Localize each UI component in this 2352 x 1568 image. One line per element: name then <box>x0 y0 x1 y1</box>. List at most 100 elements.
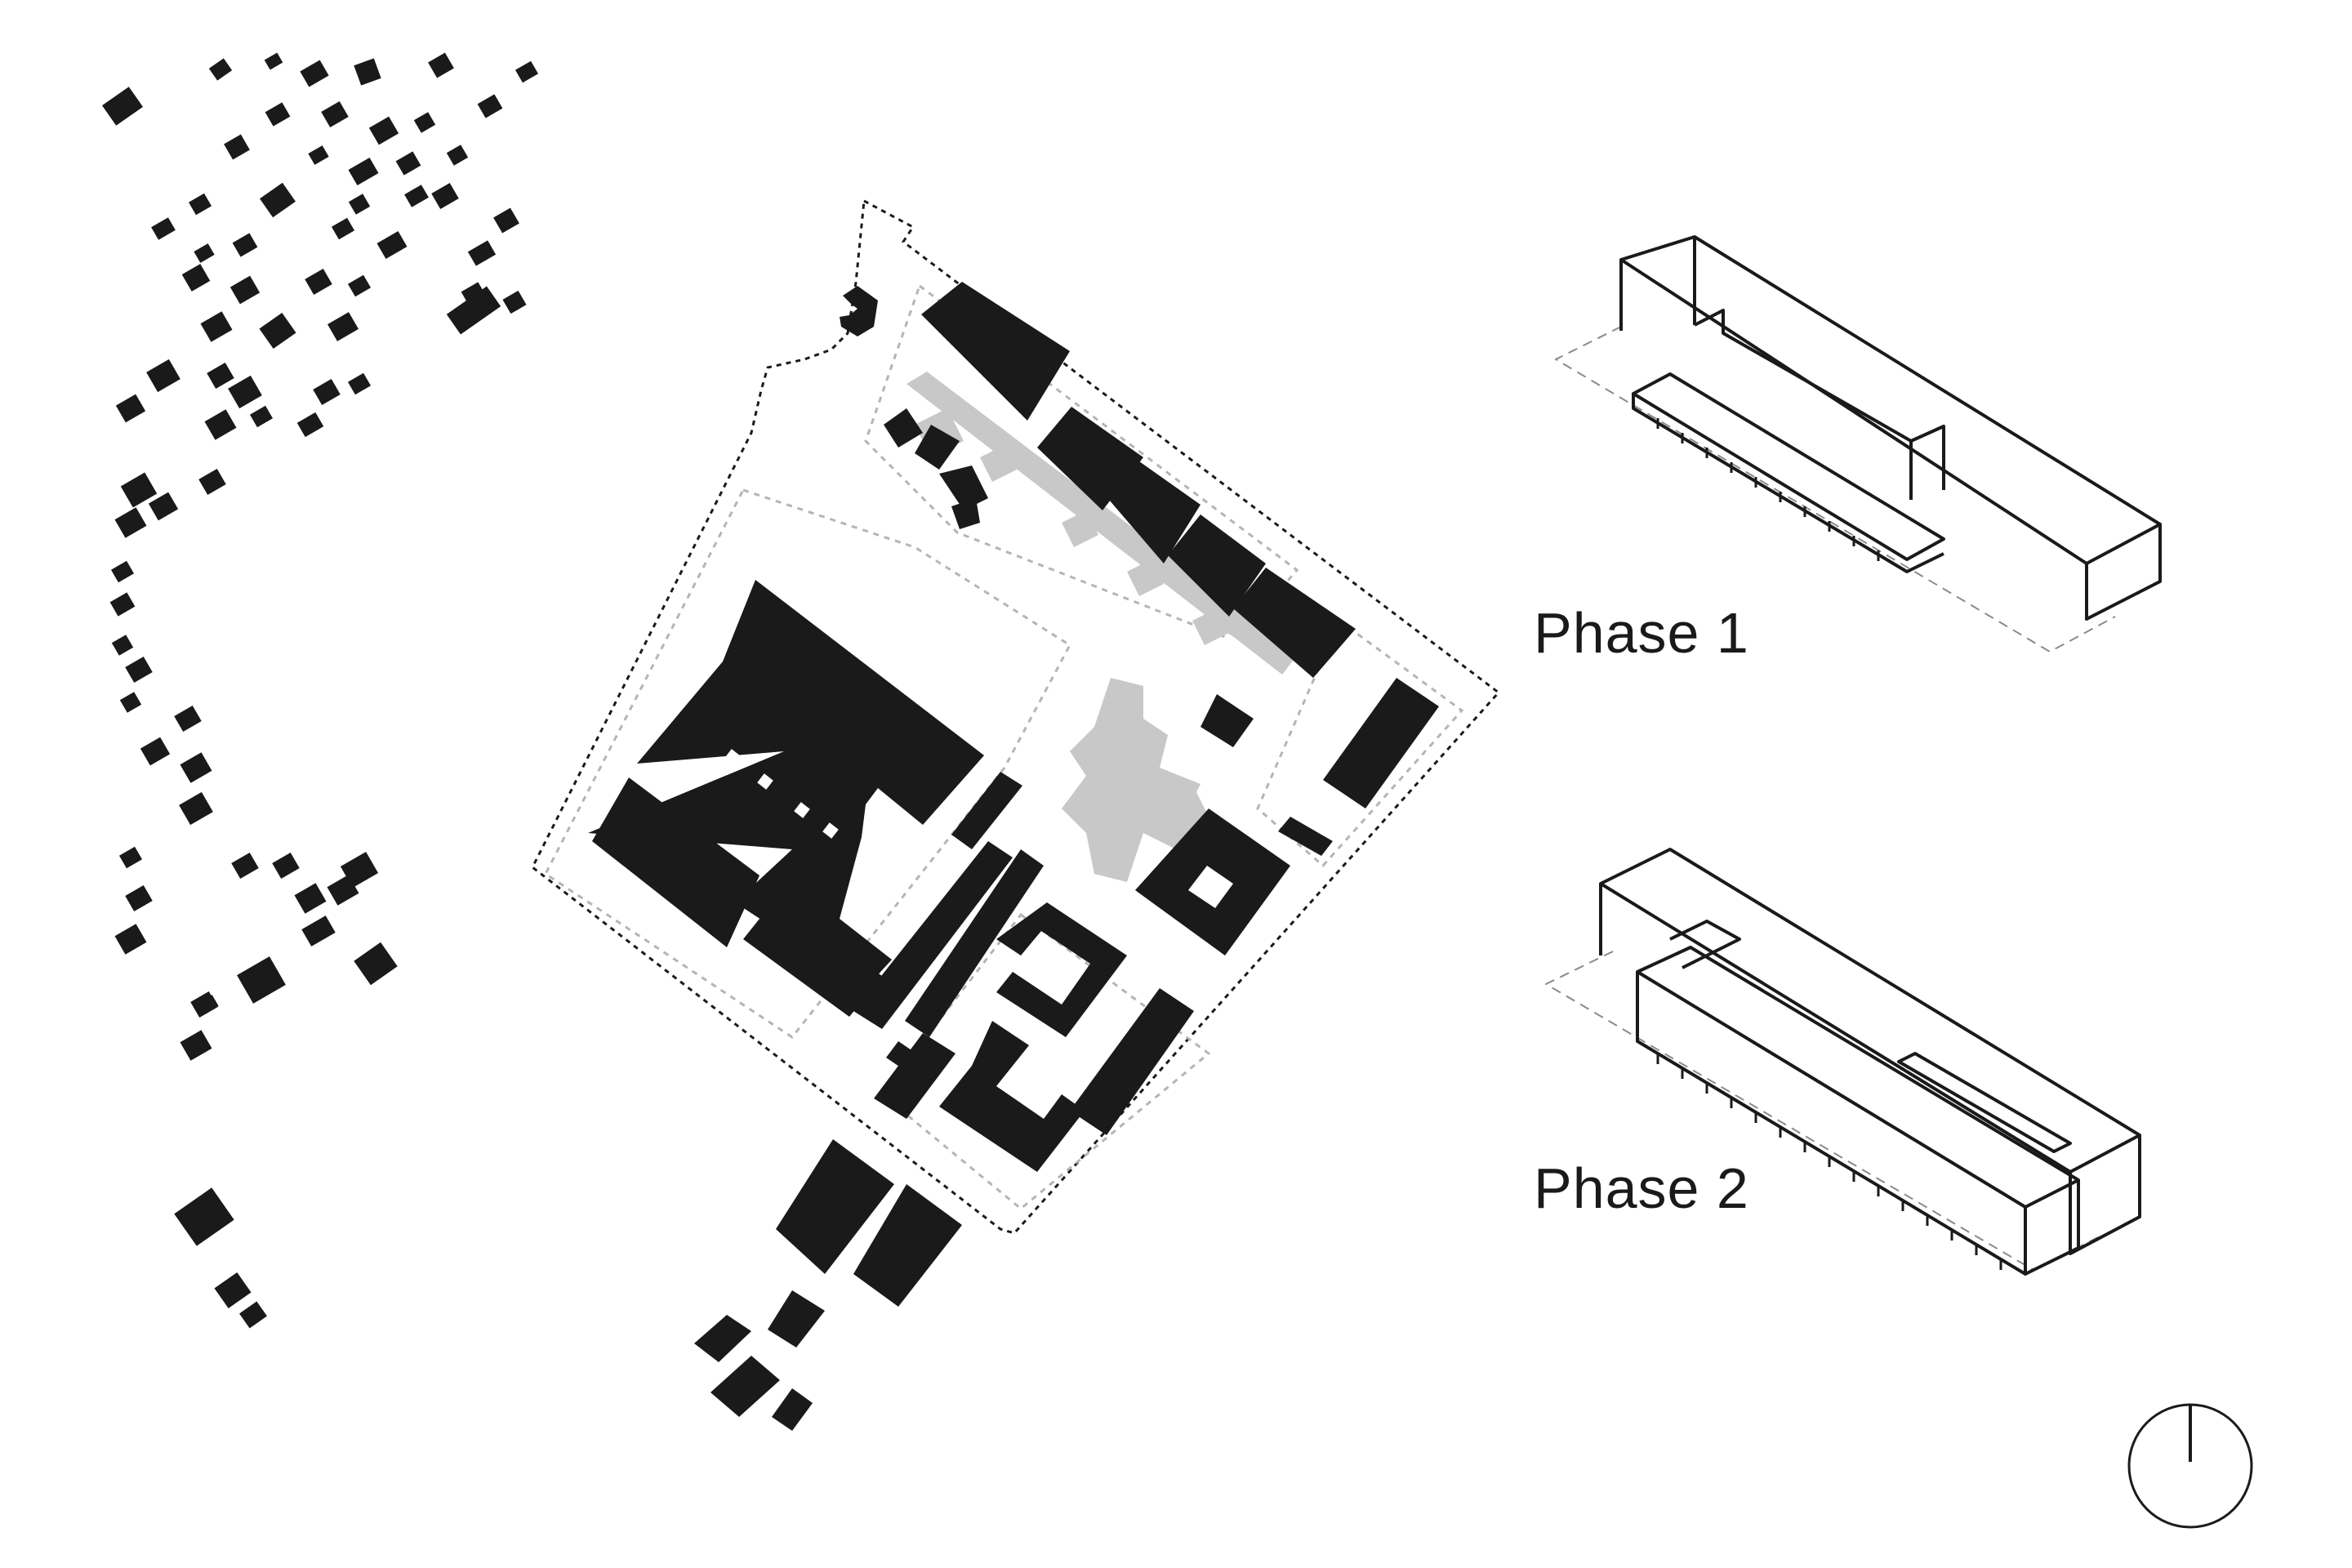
neighbour-house <box>204 409 237 440</box>
parcel-west <box>544 488 1071 1040</box>
neighbour-house <box>231 852 259 880</box>
phase1-step <box>1910 425 1945 490</box>
phase2-notch <box>1669 920 1741 969</box>
phase2-front-block-edge <box>2025 1180 2080 1276</box>
neighbour-house <box>179 791 213 826</box>
neighbour-house <box>265 102 291 127</box>
neighbour-house <box>431 182 459 210</box>
neighbour-house <box>347 372 372 395</box>
building-offsite <box>776 1139 894 1274</box>
phase1-podium-top <box>1632 372 1945 561</box>
phase1-pilotis <box>1656 418 1880 561</box>
neighbour-house <box>259 312 296 350</box>
neighbour-house <box>125 656 153 684</box>
proposed-cluster <box>1062 678 1200 882</box>
courtyard-slot <box>724 749 741 765</box>
building-slab <box>905 849 1044 1037</box>
neighbour-house <box>115 394 146 423</box>
phase2-slot <box>1897 1052 2072 1153</box>
phase2-pilotis <box>1656 1054 2002 1270</box>
neighbour-house <box>180 1030 212 1061</box>
neighbour-house <box>232 233 258 257</box>
neighbour-house <box>348 157 379 186</box>
site-buildings <box>588 282 1439 1431</box>
proposed-node <box>980 445 1017 482</box>
neighbour-house <box>446 286 501 335</box>
neighbour-house <box>214 1272 252 1309</box>
building-bar <box>1278 817 1333 856</box>
building-block <box>1323 678 1439 808</box>
neighbour-house <box>148 492 179 521</box>
phase1-axonometric <box>1555 235 2162 653</box>
neighbour-house <box>151 217 176 240</box>
phase1-rear-block-edge <box>2085 524 2162 621</box>
building-offsite <box>772 1388 813 1431</box>
building-bar <box>1070 988 1194 1135</box>
site-boundary-outline <box>531 198 1501 1235</box>
neighbour-house <box>114 507 147 538</box>
neighbour-house <box>239 1301 267 1329</box>
neighbour-house <box>198 995 219 1014</box>
neighbour-house <box>174 1187 234 1246</box>
neighbour-house <box>260 182 296 218</box>
building-small <box>884 408 923 448</box>
neighbour-house <box>272 852 300 880</box>
neighbour-house <box>194 243 215 263</box>
neighbour-house <box>114 924 147 955</box>
neighbour-house <box>313 378 341 406</box>
neighbour-house <box>111 635 134 656</box>
building-block <box>1200 694 1254 747</box>
phase2-ground-outline <box>1545 951 2104 1271</box>
phase1-rear-block-top <box>1619 235 2162 565</box>
building-offsite <box>694 1315 751 1362</box>
neighbourhood-buildings <box>102 52 539 1329</box>
neighbour-house <box>237 956 286 1004</box>
neighbour-house <box>446 145 469 166</box>
phase-2-label: Phase 2 <box>1534 1156 1749 1220</box>
building-offsite <box>710 1356 780 1417</box>
neighbour-house <box>294 883 327 914</box>
building-small <box>915 425 960 470</box>
proposed-node <box>1062 510 1098 547</box>
phase1-ground-outline <box>1555 326 2116 653</box>
neighbour-house <box>331 217 355 240</box>
building-block <box>1104 457 1200 564</box>
neighbour-house <box>404 185 429 207</box>
building-block <box>1168 514 1266 617</box>
building-offsite <box>853 1184 962 1307</box>
building-slab <box>951 772 1022 849</box>
neighbour-house <box>395 151 421 176</box>
neighbour-house <box>347 274 372 297</box>
neighbour-house <box>118 846 143 869</box>
neighbour-house <box>208 58 233 81</box>
phase-1-label: Phase 1 <box>1534 601 1749 665</box>
neighbour-house <box>140 737 171 766</box>
neighbour-house <box>340 852 379 888</box>
phase2-front-block-edge <box>1636 972 2027 1276</box>
neighbour-house <box>493 207 519 234</box>
neighbour-house <box>300 60 329 87</box>
parcel-east <box>1256 618 1464 868</box>
neighbour-house <box>249 405 274 428</box>
courtyard-slot <box>822 822 839 839</box>
neighbour-house <box>305 268 332 296</box>
building-block <box>1233 568 1356 678</box>
proposed-node <box>1127 559 1164 596</box>
neighbour-house <box>109 592 136 617</box>
neighbour-house <box>119 692 142 713</box>
neighbour-house <box>502 290 527 314</box>
building-meander <box>939 1021 1085 1172</box>
neighbour-house <box>296 412 324 438</box>
neighbour-house <box>146 359 180 393</box>
phase2-main-block-top <box>1599 848 2141 1174</box>
building-offsite <box>768 1290 825 1348</box>
building-small <box>886 1041 919 1071</box>
building-large-west <box>743 898 882 1017</box>
north-arrow-icon <box>2127 1403 2253 1529</box>
proposed-node <box>1192 608 1229 645</box>
neighbour-house <box>174 705 202 733</box>
neighbour-house <box>180 752 212 783</box>
building-slab <box>853 841 1013 1029</box>
building-block <box>921 282 1070 421</box>
